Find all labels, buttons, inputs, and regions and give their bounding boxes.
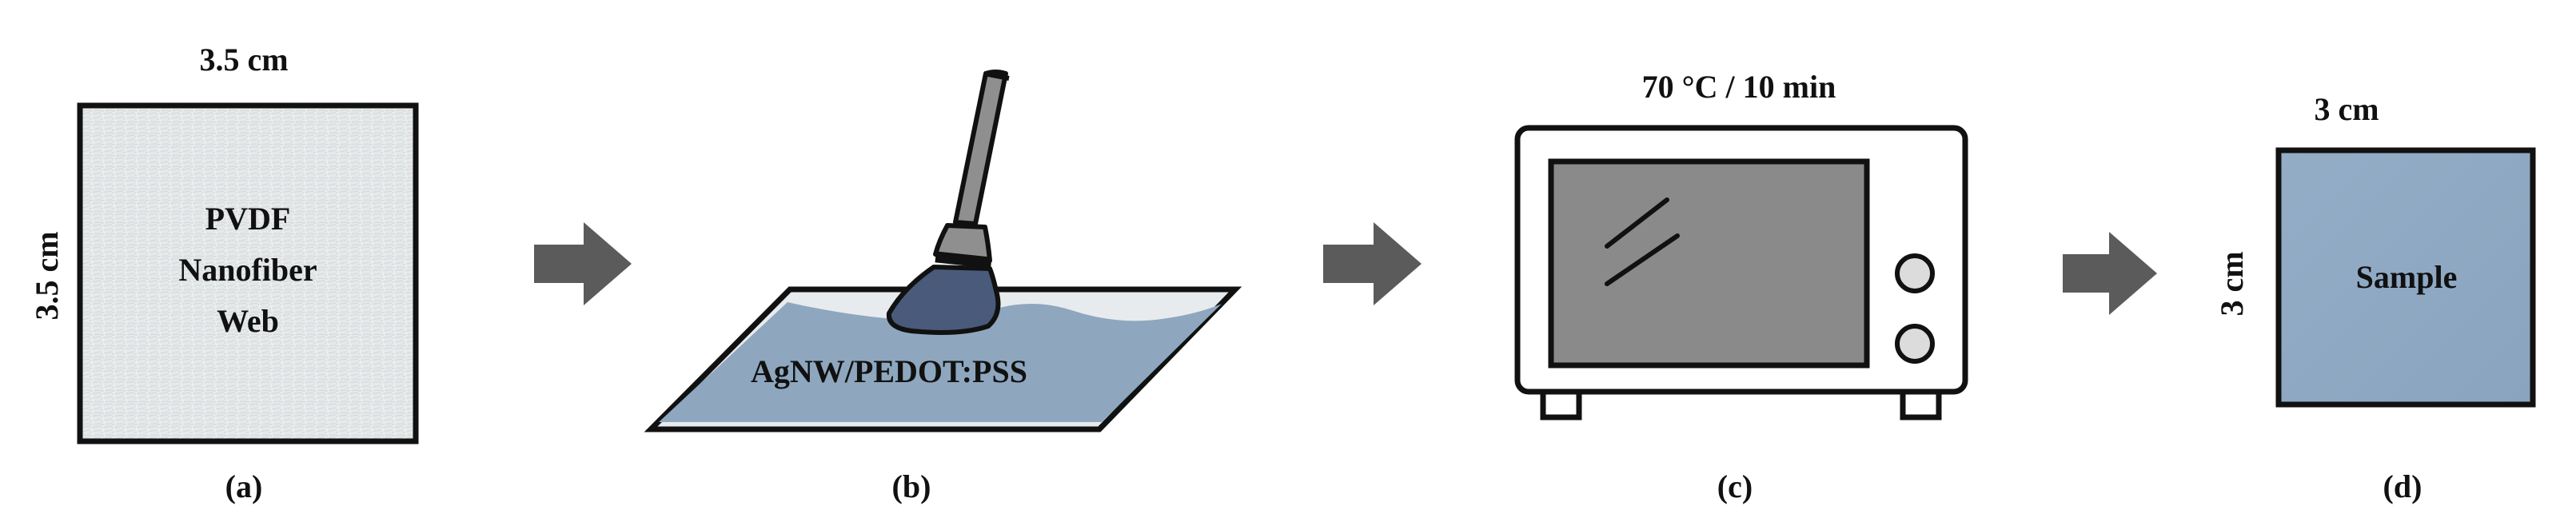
arrow-right-icon [534, 222, 632, 305]
panel-d-top-dimension: 3 cm [2314, 91, 2379, 127]
sample-label: Sample [2356, 259, 2458, 295]
panel-a-label-line-2: Nanofiber [178, 252, 317, 288]
sample-square [2275, 147, 2536, 408]
paint-brush-icon [886, 70, 1010, 335]
panel-a: 3.5 cm 3.5 cm PVDF Nanofiber Web (a) [29, 42, 419, 504]
panel-c: 70 °C / 10 min (c) [1514, 69, 1968, 504]
panel-b: AgNW/PEDOT:PSS (b) [644, 70, 1242, 504]
panel-d: 3 cm 3 cm Sample (d) [2214, 91, 2536, 504]
panel-d-caption: (d) [2383, 468, 2422, 504]
panel-a-top-dimension: 3.5 cm [199, 42, 288, 78]
panel-a-label-line-3: Web [217, 303, 279, 339]
nanofiber-web-square [77, 102, 419, 444]
panel-a-caption: (a) [225, 468, 263, 504]
arrow-right-icon [2063, 232, 2157, 315]
panel-a-label-line-1: PVDF [205, 201, 291, 237]
panel-d-side-dimension: 3 cm [2214, 251, 2250, 316]
oven-icon [1514, 125, 1968, 420]
solution-layer [659, 302, 1222, 422]
drying-condition: 70 °C / 10 min [1642, 69, 1836, 105]
panel-a-side-dimension: 3.5 cm [29, 231, 65, 320]
panel-b-caption: (b) [892, 468, 931, 504]
solution-label: AgNW/PEDOT:PSS [751, 353, 1027, 389]
arrow-right-icon [1323, 222, 1422, 305]
panel-c-caption: (c) [1717, 468, 1753, 504]
